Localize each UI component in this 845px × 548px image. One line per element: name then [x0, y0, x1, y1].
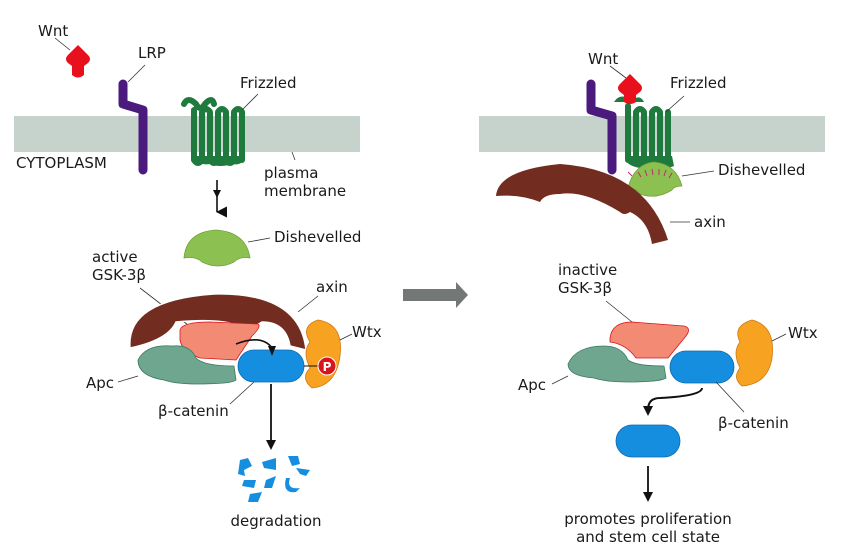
gsk-right-leader-line — [605, 300, 633, 323]
frizzled-label: Frizzled — [240, 74, 297, 92]
axin-right-label: axin — [694, 213, 726, 231]
apc-right-leader-line — [551, 375, 569, 385]
frizzled-right-label: Frizzled — [670, 74, 727, 92]
axin-leader-line — [297, 295, 319, 313]
gsk-right-label-line2: GSK-3β — [558, 279, 612, 297]
wnt-ligand-icon — [66, 45, 90, 78]
transition-arrow-icon — [403, 282, 468, 308]
wnt-right-label: Wnt — [588, 50, 618, 68]
gsk3b-inactive-icon — [609, 321, 689, 359]
free-beta-catenin-icon — [615, 424, 681, 458]
apc-protein-icon — [137, 345, 237, 385]
dishevelled-right-leader-line — [681, 170, 715, 177]
outcome-label-line1: promotes proliferation — [564, 510, 732, 528]
beta-catenin-icon — [237, 349, 305, 383]
beta-catenin-leader-line — [229, 381, 255, 405]
cytoplasm-label: CYTOPLASM — [16, 154, 107, 172]
plasma-membrane-label-line1: plasma — [264, 164, 319, 182]
apc-right-icon — [567, 345, 667, 383]
wtx-right-icon — [735, 319, 773, 387]
beta-catenin-right-label: β-catenin — [718, 414, 789, 432]
wtx-label: Wtx — [352, 323, 382, 341]
lrp-receptor-right-icon — [586, 79, 617, 175]
beta-catenin-right-leader-line — [715, 381, 745, 413]
dishevelled-right-icon — [627, 161, 683, 197]
apc-leader-line — [117, 375, 139, 383]
right-panel: Wnt Frizzled Dishevelled axin inactive G… — [479, 50, 825, 546]
wtx-right-leader-line — [771, 333, 787, 342]
lrp-label: LRP — [138, 44, 166, 62]
wtx-right-label: Wtx — [788, 324, 818, 342]
wnt-label: Wnt — [38, 22, 68, 40]
apc-right-label: Apc — [518, 376, 546, 394]
dishevelled-leader-line — [247, 237, 271, 243]
wnt-ligand-right-icon — [618, 74, 642, 104]
frizzled-receptor-icon — [181, 97, 245, 166]
wnt-leader-line — [54, 37, 71, 51]
frizzled-right-leader-line — [665, 95, 685, 113]
dishevelled-right-label: Dishevelled — [718, 161, 805, 179]
dishevelled-label: Dishevelled — [274, 228, 361, 246]
left-panel: Wnt LRP Frizzled CYTOPLASM plasma membra… — [14, 22, 382, 530]
apc-label: Apc — [86, 374, 114, 392]
wtx-leader-line — [339, 333, 353, 341]
lrp-receptor-icon — [118, 79, 148, 175]
wnt-right-leader-line — [609, 65, 627, 79]
degraded-fragments-icon — [238, 456, 310, 502]
lrp-leader-line — [127, 64, 146, 83]
dishevelled-activation-marks — [627, 168, 673, 179]
axin-protein-icon — [129, 293, 307, 351]
membrane-leader-line — [291, 151, 296, 161]
phosphate-label: P — [323, 360, 332, 374]
beta-catenin-right-icon — [669, 350, 735, 384]
phosphate-icon — [317, 356, 337, 376]
release-arrow — [647, 387, 703, 411]
degradation-label: degradation — [230, 512, 321, 530]
wtx-protein-icon — [305, 319, 341, 389]
axin-label: axin — [316, 278, 348, 296]
gsk-label-line1: active — [92, 248, 138, 266]
beta-catenin-label: β-catenin — [158, 402, 229, 420]
outcome-label-line2: and stem cell state — [576, 528, 720, 546]
gsk-label-line2: GSK-3β — [92, 266, 146, 284]
gsk-right-label-line1: inactive — [558, 261, 617, 279]
phosphorylation-arrow — [235, 339, 273, 349]
frizzled-leader-line — [241, 93, 259, 111]
plasma-membrane-label-line2: membrane — [264, 182, 346, 200]
plasma-membrane — [14, 116, 360, 152]
axin-right-icon — [496, 164, 668, 244]
dishevelled-protein-icon — [183, 229, 251, 267]
